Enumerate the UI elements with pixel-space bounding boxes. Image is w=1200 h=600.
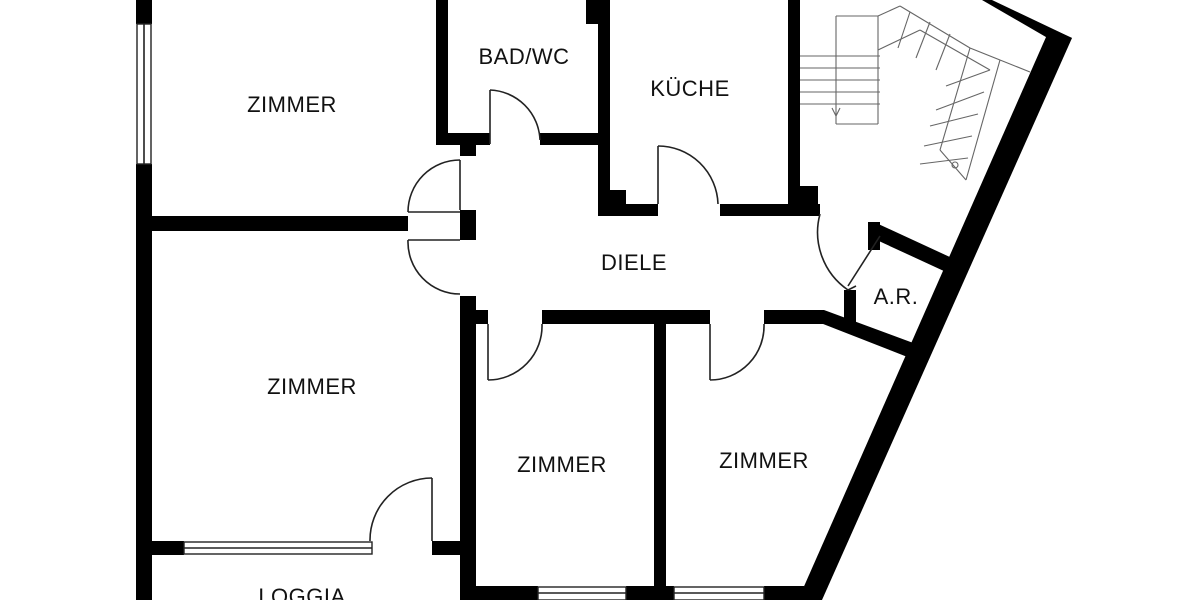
room-label-abstellraum: A.R. [874,284,919,309]
wall-zimmer-divider [136,216,408,231]
room-label-kueche: KÜCHE [650,76,730,101]
wall-stair-top [982,0,1072,44]
staircase [800,5,1031,181]
wall-kueche-right [788,0,800,200]
windows [136,23,765,600]
wall-ar-top [868,222,952,272]
wall-zimmer-mid-right [654,320,666,600]
room-label-loggia: LOGGIA [258,584,345,600]
room-label-zimmer-top-left: ZIMMER [247,92,337,117]
wall-bottom-mid-2 [626,586,674,600]
room-label-zimmer-left: ZIMMER [267,374,357,399]
wall-diele-bottom-3 [764,310,824,324]
wall-diele-bottom-2 [542,310,710,324]
wall-ar-left-low [844,290,856,324]
wall-ar-left [868,222,880,250]
wall-kueche-left [598,0,610,216]
wall-bottom-mid-1 [476,586,538,600]
doors [369,89,881,542]
wall-diele-left-bottom [460,296,476,600]
room-label-zimmer-mid: ZIMMER [517,452,607,477]
room-label-zimmer-right: ZIMMER [719,448,809,473]
wall-bad-bottom-left [436,133,490,145]
wall-diele-bottom-1 [476,310,488,324]
wall-bad-right [586,0,598,24]
room-label-diele: DIELE [601,250,667,275]
wall-bottom-left [152,541,184,555]
wall-bottom-loggia-right [432,541,472,555]
wall-kueche-corner [600,190,626,216]
wall-diele-left-top [460,144,476,156]
wall-zimmer-divider-stub [460,210,476,240]
wall-ar-bottom [818,310,916,358]
wall-outer-left [136,164,152,600]
wall-east-slanted [798,28,1072,600]
wall-bad-bottom-right [540,133,600,145]
wall-bottom-right [764,586,804,600]
wall-bad-left [436,0,448,144]
room-labels: ZIMMER BAD/WC KÜCHE DIELE A.R. ZIMMER ZI… [247,44,918,600]
walls [136,0,1072,600]
room-label-bad-wc: BAD/WC [479,44,570,69]
wall-kueche-right-corner [788,186,818,216]
wall-outer-left-top [136,0,152,24]
